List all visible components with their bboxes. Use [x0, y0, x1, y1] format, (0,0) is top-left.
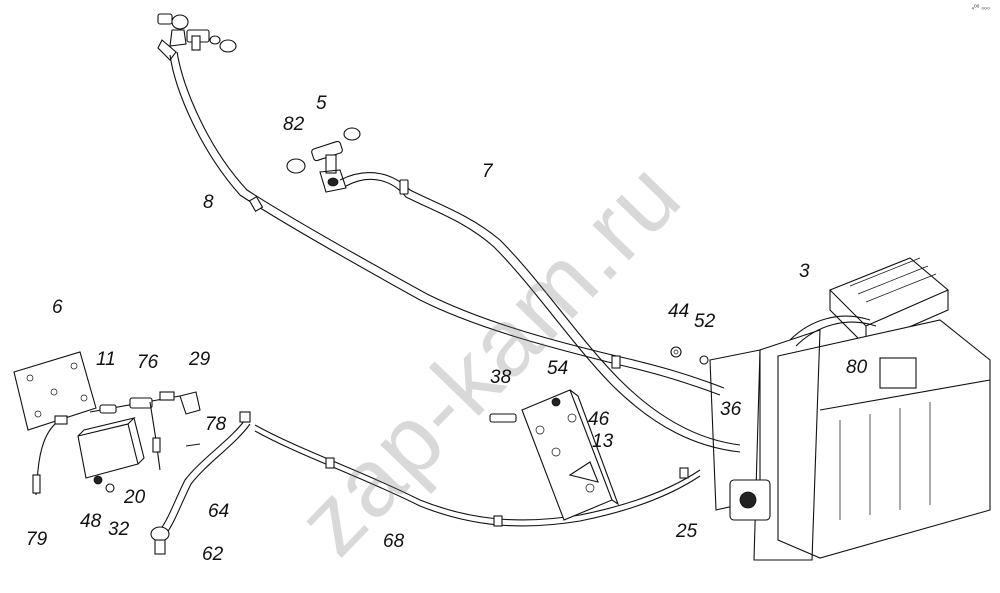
callout-20: 20	[124, 487, 146, 508]
corner-mark: ₄ᵒᵒ ₀₀₀	[971, 4, 990, 11]
callout-36: 36	[720, 399, 742, 420]
callout-80: 80	[846, 357, 868, 378]
callout-52: 52	[694, 311, 716, 332]
callout-48: 48	[80, 511, 102, 532]
callout-13: 13	[592, 431, 614, 452]
hose-8	[169, 51, 725, 396]
callout-32: 32	[108, 519, 130, 540]
fasteners-44-52	[670, 346, 709, 365]
cable-68	[254, 424, 701, 527]
tee-fitting-5	[286, 127, 361, 193]
cable-64	[150, 411, 251, 555]
callout-82: 82	[283, 114, 305, 135]
callout-11: 11	[96, 349, 116, 370]
callout-25: 25	[676, 521, 698, 542]
callout-46: 46	[588, 409, 610, 430]
callout-62: 62	[202, 544, 224, 565]
sensor-79	[32, 415, 68, 496]
hose-7	[339, 172, 741, 453]
control-box-20	[77, 417, 145, 493]
callout-3: 3	[799, 261, 810, 282]
cable-assembly-11-76-29	[89, 391, 201, 471]
callout-7: 7	[482, 161, 493, 182]
callout-78: 78	[205, 414, 227, 435]
callout-76: 76	[137, 352, 159, 373]
callout-64: 64	[208, 501, 230, 522]
callout-29: 29	[189, 349, 211, 370]
callout-38: 38	[490, 367, 512, 388]
plate-6	[13, 351, 97, 431]
callout-8: 8	[203, 192, 214, 213]
callout-54: 54	[547, 358, 569, 379]
callout-6: 6	[52, 297, 63, 318]
callout-5: 5	[316, 93, 327, 114]
coupler-top-fittings	[157, 13, 237, 61]
callout-79: 79	[26, 529, 48, 550]
tank-assembly-3	[709, 257, 991, 561]
callout-44: 44	[668, 301, 690, 322]
bracket-13	[489, 389, 620, 521]
callout-68: 68	[383, 531, 405, 552]
